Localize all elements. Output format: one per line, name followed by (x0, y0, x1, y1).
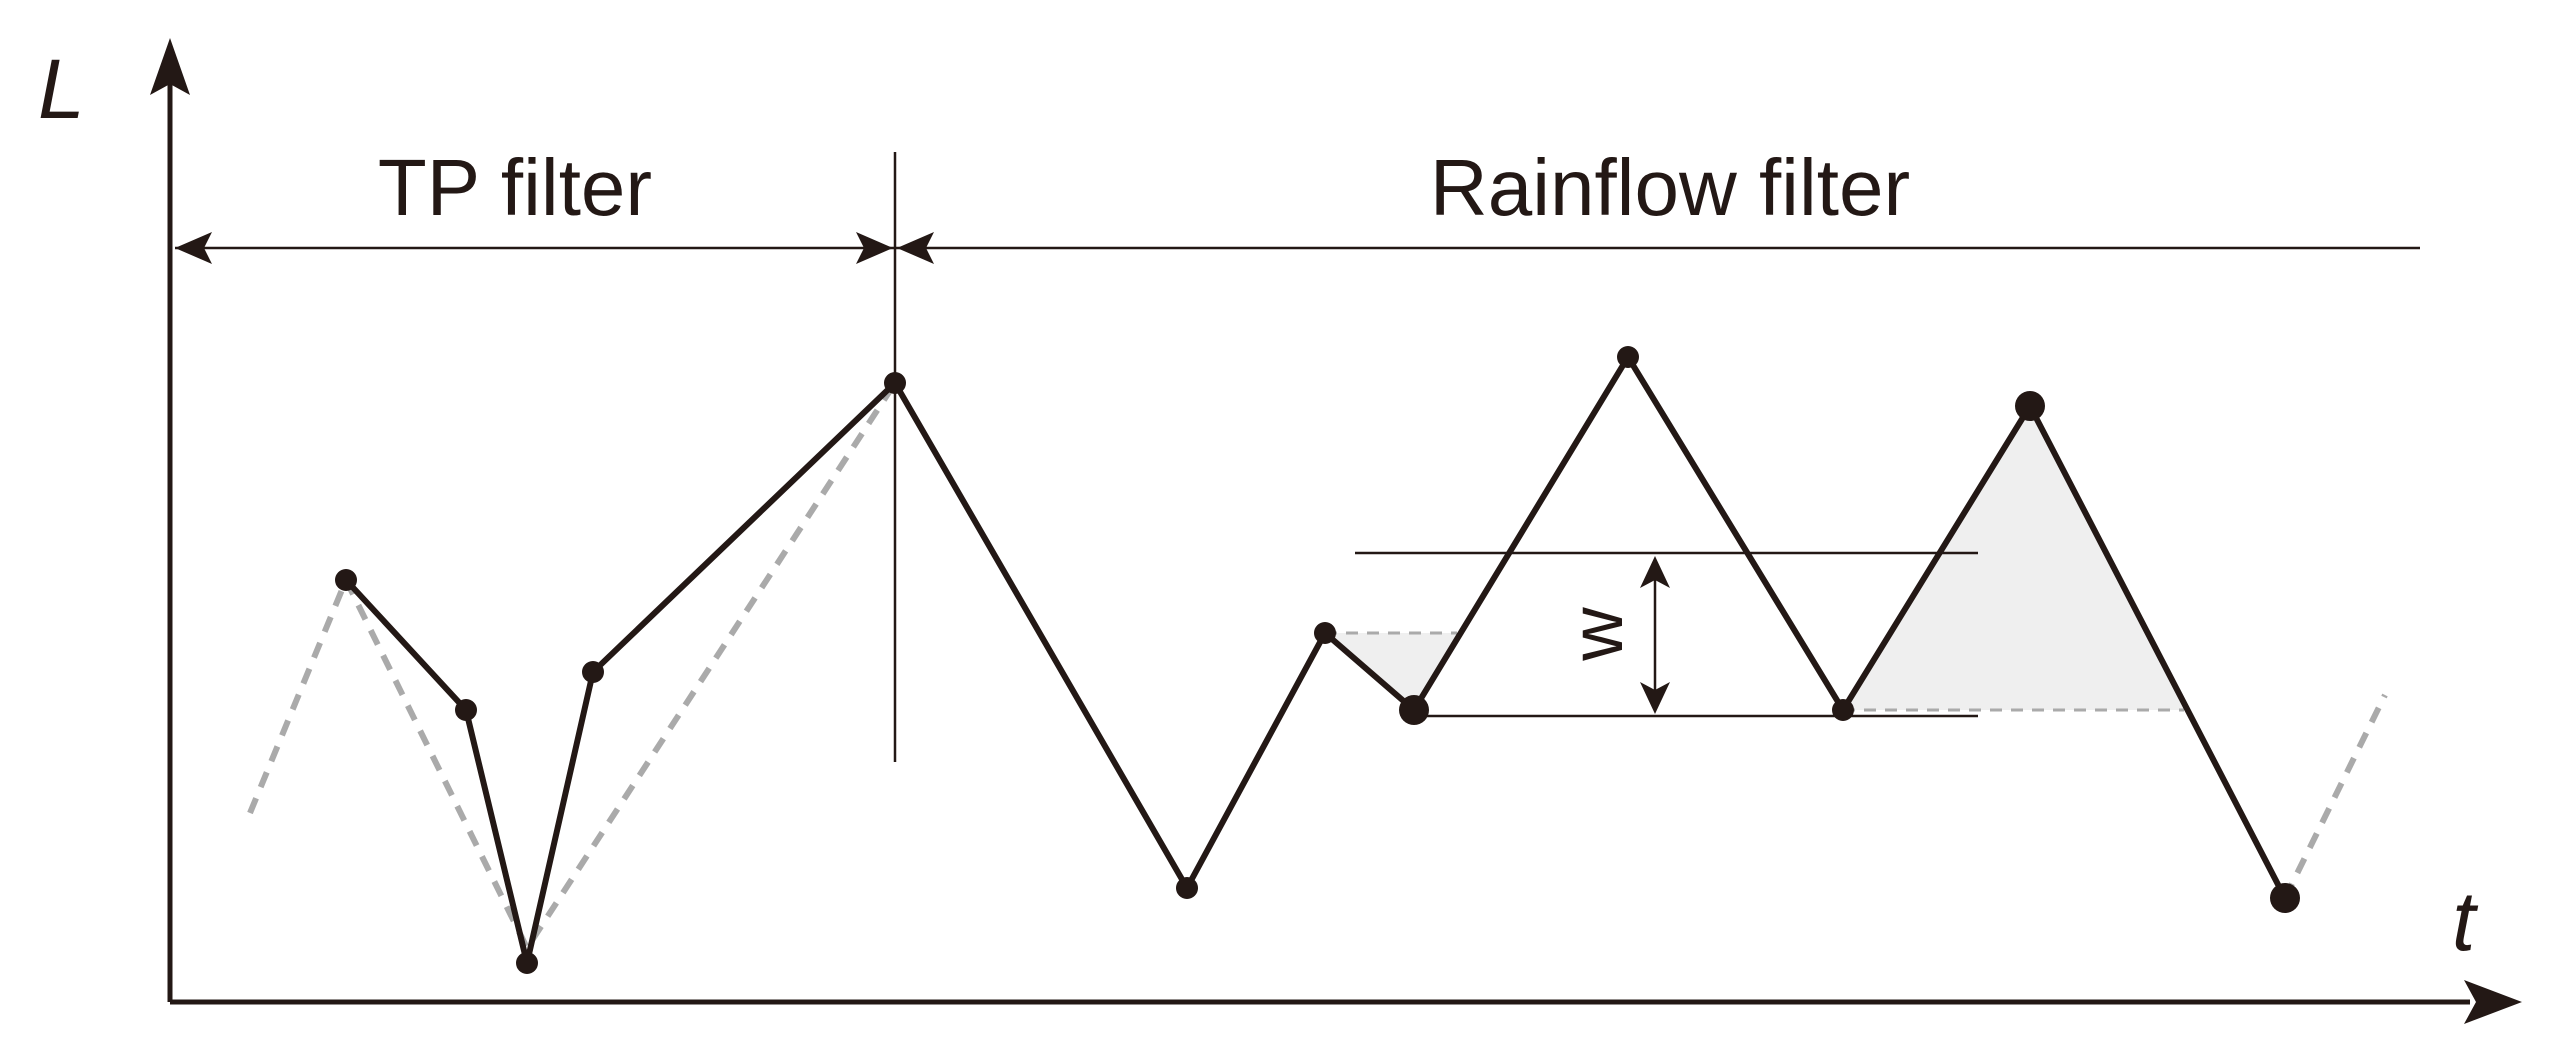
large-cycle-shade (1843, 406, 2184, 710)
turning-point (335, 569, 357, 591)
turning-point (1617, 346, 1639, 368)
y-axis-label: L (38, 42, 85, 136)
tp-filter-label: TP filter (378, 143, 652, 232)
window-down-arrow (1640, 682, 1670, 714)
load-signal-path (343, 351, 2288, 964)
tp-left-arrow (175, 232, 212, 264)
rainflow-filter-label: Rainflow filter (1430, 143, 1910, 232)
rainflow-left-arrow (897, 232, 934, 264)
turning-point (582, 661, 604, 683)
x-axis-arrow (2464, 980, 2522, 1024)
turning-point (2270, 883, 2300, 913)
y-axis-arrow (150, 38, 190, 95)
turning-point (884, 372, 906, 394)
turning-point (1399, 695, 1429, 725)
turning-point (516, 952, 538, 974)
lead-out-dashed-segment (2282, 693, 2388, 900)
turning-point (2015, 391, 2045, 421)
window-label: w (1555, 607, 1638, 662)
turning-point (1832, 699, 1854, 721)
window-up-arrow (1640, 556, 1670, 588)
turning-point (1176, 877, 1198, 899)
lead-in-dashed-segment (247, 578, 349, 815)
tp-right-arrow (856, 232, 893, 264)
turning-point (455, 699, 477, 721)
turning-point (1314, 622, 1336, 644)
x-axis-label: t (2452, 874, 2479, 968)
